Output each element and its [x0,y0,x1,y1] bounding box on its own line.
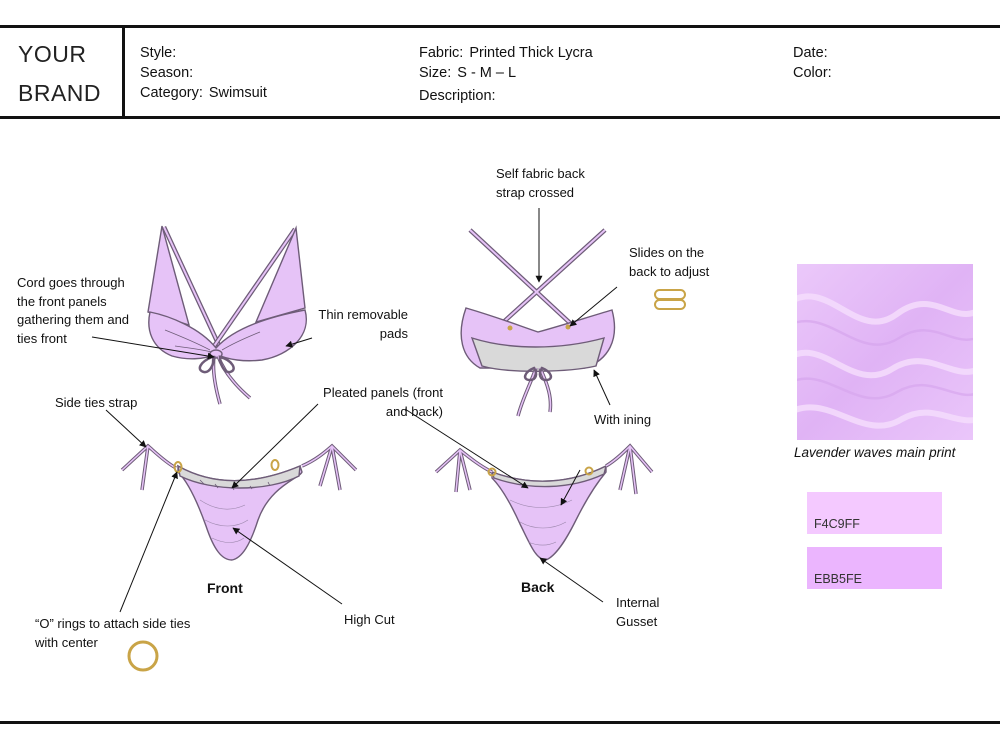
back-view-label: Back [521,579,555,595]
size-label: Size: [419,65,452,81]
leader-high-cut [232,527,343,605]
size-value[interactable]: S - M – L [457,65,517,81]
leader-pleated-back [404,408,529,489]
style-label: Style: [140,45,177,61]
annotation-high-cut: High Cut [344,612,395,627]
description-field: Description: [419,88,502,104]
color-chip-1-code: F4C9FF [814,517,860,531]
back-bottom-sketch [434,443,654,561]
main-print-swatch [797,264,973,440]
leader-slides [569,286,618,327]
annotation-side-ties: Side ties strap [55,395,138,410]
color-field: Color: [793,65,838,81]
header-bottom-rule [0,116,1000,119]
category-label: Category: [140,85,203,101]
brand-line-2: BRAND [18,80,102,106]
leader-pads [285,337,313,348]
leader-lines [91,208,618,613]
o-ring-icon [127,640,159,672]
color-chip-2-code: EBB5FE [814,572,862,586]
season-label: Season: [140,65,194,81]
brand-cell: YOUR BRAND [0,28,125,116]
color-chip-1: F4C9FF [807,492,942,534]
fabric-label: Fabric: [419,45,464,61]
annotation-o-rings: “O” rings to attach side ties with cente… [35,616,191,650]
front-bottom-sketch [120,443,358,561]
category-field: Category: Swimsuit [140,85,267,101]
fabric-field: Fabric: Printed Thick Lycra [419,45,593,61]
date-field: Date: [793,45,834,61]
fabric-value[interactable]: Printed Thick Lycra [469,45,593,61]
front-view-label: Front [207,580,243,596]
leader-back-panel [560,469,581,506]
date-label: Date: [793,45,828,61]
color-label: Color: [793,65,832,81]
color-chip-2: EBB5FE [807,547,942,589]
annotation-cord: Cord goes through the front panels gathe… [17,275,130,346]
annotation-pleated: Pleated panels (front and back) [323,385,443,419]
annotation-pads: Thin removable pads [318,307,408,341]
leader-o-rings [119,471,178,613]
description-label: Description: [419,88,496,104]
leader-lining [593,369,611,406]
print-caption: Lavender waves main print [794,445,956,460]
season-field: Season: [140,65,199,81]
footer-rule [0,721,1000,724]
leader-side-ties [105,409,147,448]
tech-pack-header: YOUR BRAND Style: Season: Category: Swims… [0,28,1000,116]
back-top-sketch [460,228,616,417]
annotation-gusset: Internal Gusset [616,595,660,629]
annotation-lining: With ining [594,412,652,427]
size-field: Size: S - M – L [419,65,516,81]
slide-hardware-icon [654,289,686,310]
brand-line-1: YOUR [18,41,87,67]
leader-cord [91,336,215,360]
annotation-slides: Slides on the back to adjust [629,245,710,279]
header-top-rule [0,25,1000,28]
leader-gusset [539,557,604,603]
category-value[interactable]: Swimsuit [208,85,267,101]
leader-pleated-front [231,403,319,489]
annotation-back-strap: Self fabric back strap crossed [496,166,585,200]
style-field: Style: [140,45,182,61]
front-top-sketch [147,225,307,405]
